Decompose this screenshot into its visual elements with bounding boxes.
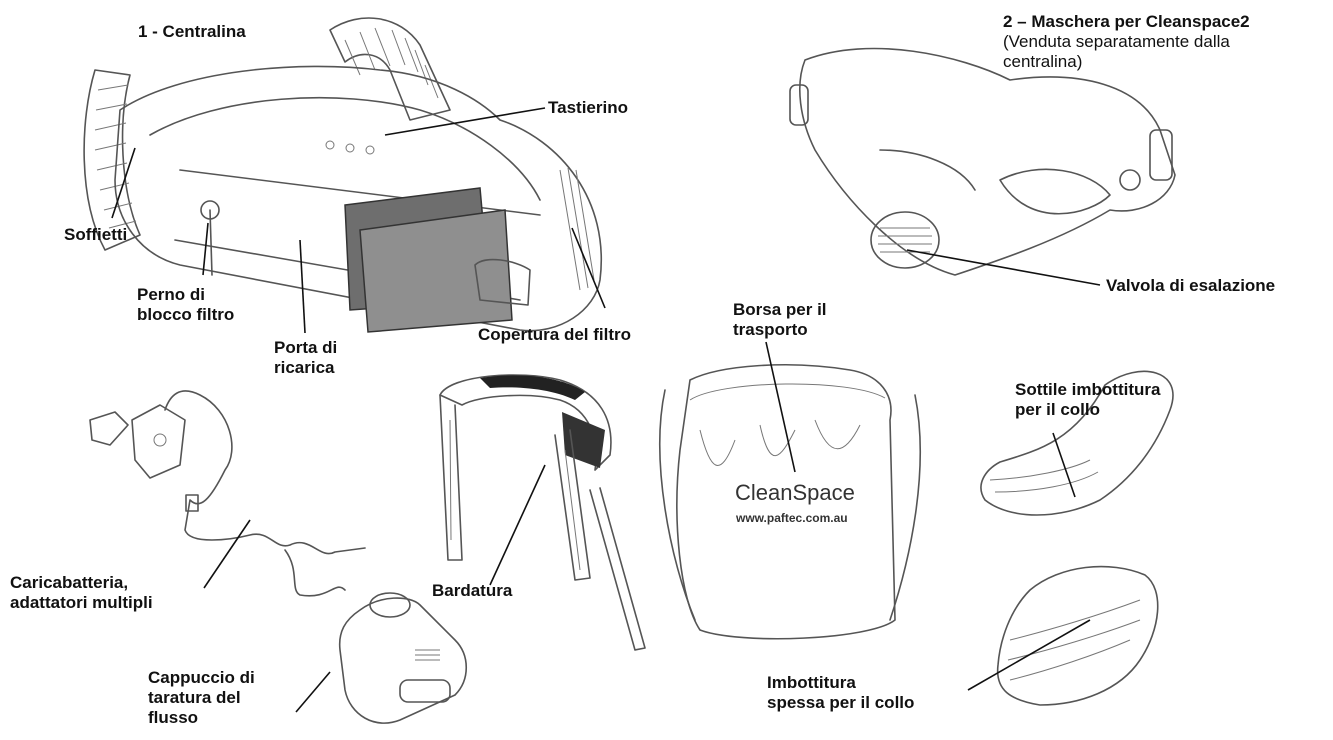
bag-brand: CleanSpace xyxy=(735,480,855,505)
label-sottile: Sottile imbottitura per il collo xyxy=(1015,380,1160,420)
label-tastierino: Tastierino xyxy=(548,98,628,118)
leader-lines xyxy=(112,108,1100,712)
label-maschera: 2 – Maschera per Cleanspace2 (Venduta se… xyxy=(1003,12,1250,72)
label-cappuccio-line1: Cappuccio di xyxy=(148,668,255,688)
label-borsa-line1: Borsa per il xyxy=(733,300,827,320)
label-porta-line1: Porta di xyxy=(274,338,337,358)
label-maschera-note2: centralina) xyxy=(1003,52,1250,72)
harness-drawing xyxy=(440,375,645,650)
label-valvola: Valvola di esalazione xyxy=(1106,276,1275,296)
charger-drawing xyxy=(90,391,365,596)
label-spessa: Imbottitura spessa per il collo xyxy=(767,673,914,713)
label-cappuccio-line2: taratura del xyxy=(148,688,255,708)
label-copertura: Copertura del filtro xyxy=(478,325,631,345)
right-bellows xyxy=(330,18,450,120)
label-porta-line2: ricarica xyxy=(274,358,337,378)
label-perno-line1: Perno di xyxy=(137,285,234,305)
label-maschera-note1: (Venduta separatamente dalla xyxy=(1003,32,1250,52)
label-cappuccio-line3: flusso xyxy=(148,708,255,728)
label-caricabatteria-line2: adattatori multipli xyxy=(10,593,153,613)
label-caricabatteria: Caricabatteria, adattatori multipli xyxy=(10,573,153,613)
label-soffietti: Soffietti xyxy=(64,225,127,245)
label-cappuccio: Cappuccio di taratura del flusso xyxy=(148,668,255,728)
label-bardatura: Bardatura xyxy=(432,581,512,601)
bag-drawing: CleanSpace www.paftec.com.au xyxy=(660,365,920,639)
thick-neck-pad-drawing xyxy=(998,567,1158,705)
label-sottile-line2: per il collo xyxy=(1015,400,1160,420)
label-spessa-line2: spessa per il collo xyxy=(767,693,914,713)
label-borsa-line2: trasporto xyxy=(733,320,827,340)
label-maschera-title: 2 – Maschera per Cleanspace2 xyxy=(1003,12,1250,32)
label-centralina: 1 - Centralina xyxy=(138,22,246,42)
label-caricabatteria-line1: Caricabatteria, xyxy=(10,573,153,593)
label-porta: Porta di ricarica xyxy=(274,338,337,378)
flow-cap-drawing xyxy=(340,593,467,723)
bag-url: www.paftec.com.au xyxy=(735,511,848,525)
mask-drawing xyxy=(790,49,1175,275)
label-perno: Perno di blocco filtro xyxy=(137,285,234,325)
label-spessa-line1: Imbottitura xyxy=(767,673,914,693)
label-sottile-line1: Sottile imbottitura xyxy=(1015,380,1160,400)
label-perno-line2: blocco filtro xyxy=(137,305,234,325)
label-borsa: Borsa per il trasporto xyxy=(733,300,827,340)
